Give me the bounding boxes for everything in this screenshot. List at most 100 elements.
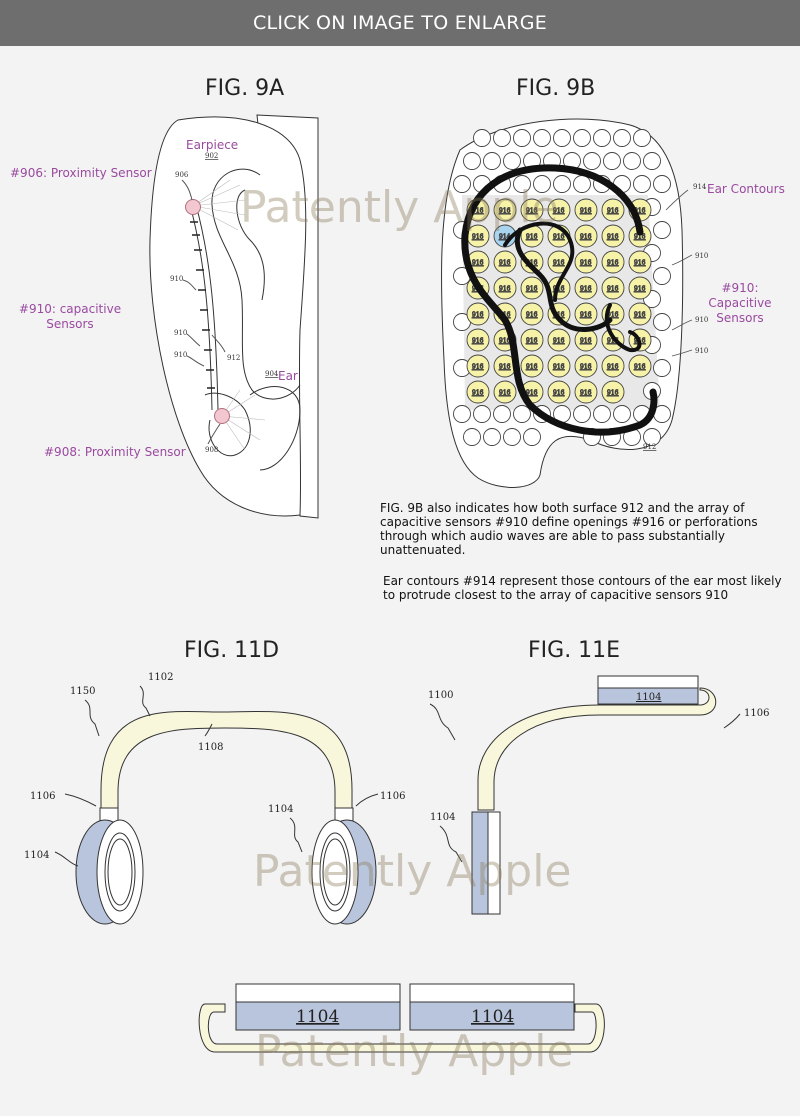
perforation-hole (523, 428, 541, 446)
sensor-cell-label: 916 (634, 286, 646, 293)
sensor-916-cell (520, 302, 544, 326)
sensor-cell-label: 916 (553, 364, 565, 371)
ref-1104-label: 1104 (430, 812, 455, 823)
sensor-cell-label: 916 (526, 390, 538, 397)
sensor-916-cell (574, 198, 598, 222)
perforation-hole (463, 428, 481, 446)
perforation-hole (623, 152, 641, 170)
perforation-hole (483, 152, 501, 170)
sensor-916-cell (547, 380, 571, 404)
sensor-916-cell (520, 354, 544, 378)
sensor-cell-label: 916 (580, 312, 592, 319)
ref-910-label: 910 (695, 252, 708, 260)
sensor-916-cell (520, 328, 544, 352)
sensor-cell-label: 916 (607, 312, 619, 319)
fig-9b-drawing: 916 916 916 916 916 916 916 916 914 916 916 916 916 9… (440, 118, 693, 488)
proximity-sensor-908-callout: #908: Proximity Sensor (44, 445, 186, 459)
perforation-hole (653, 313, 671, 331)
fig-9a-title: FIG. 9A (205, 76, 285, 101)
sensor-916-cell (547, 328, 571, 352)
perforation-hole (463, 152, 481, 170)
sensor-916-cell (574, 302, 598, 326)
fig-11d-title: FIG. 11D (184, 638, 280, 663)
sensor-cell-label: 916 (499, 364, 511, 371)
ref-1104-label: 1104 (24, 850, 49, 861)
perforation-hole (653, 175, 671, 193)
sensor-916-cell (466, 380, 490, 404)
sensor-cell-label: 916 (580, 364, 592, 371)
ref-1104-label: 1104 (268, 804, 293, 815)
note-ear-contours: Ear contours #914 represent those contou… (383, 574, 782, 602)
left-pad-label: 1104 (296, 1007, 339, 1027)
sensor-cell-label: 916 (499, 260, 511, 267)
perforation-hole (473, 405, 491, 423)
ref-912-label: 912 (227, 354, 240, 362)
sensor-cell-label: 916 (526, 286, 538, 293)
perforation-hole (513, 405, 531, 423)
perforation-hole (573, 129, 591, 147)
sensor-916-cell (520, 276, 544, 300)
sensor-916-cell (520, 250, 544, 274)
sensor-cell-label: 916 (499, 338, 511, 345)
ref-1102-label: 1102 (148, 672, 173, 683)
ref-910-label: 910 (174, 329, 187, 337)
sensor-cell-label: 916 (499, 208, 511, 215)
ref-1100-label: 1100 (428, 690, 453, 701)
sensor-cell-label: 916 (526, 260, 538, 267)
proximity-sensor-906-callout: #906: Proximity Sensor (10, 166, 152, 180)
fig-11e-drawing (429, 675, 741, 915)
enlarge-banner[interactable]: CLICK ON IMAGE TO ENLARGE (0, 0, 800, 46)
sensor-cell-label: 916 (472, 338, 484, 345)
ref-910-label: 910 (695, 347, 708, 355)
perforation-hole (633, 129, 651, 147)
perforation-hole (453, 405, 471, 423)
perforation-hole (573, 175, 591, 193)
perforation-hole (593, 405, 611, 423)
sensor-cell-label: 916 (634, 364, 646, 371)
sensor-916-cell (574, 224, 598, 248)
earpiece-callout: Earpiece (186, 138, 239, 152)
ear-callout: Ear (278, 369, 298, 383)
ref-902-label: 902 (205, 152, 218, 160)
sensor-cell-label: 916 (580, 208, 592, 215)
sensor-916-cell (466, 328, 490, 352)
sensor-cell-label: 916 (472, 390, 484, 397)
sensor-cell-label: 916 (472, 260, 484, 267)
ref-1150-label: 1150 (70, 686, 95, 697)
sensor-cell-label: 914 (499, 234, 511, 241)
fig-9a-drawing (149, 114, 319, 519)
sensor-916-cell (601, 250, 625, 274)
sensor-cell-label: 916 (634, 234, 646, 241)
perforation-hole (573, 405, 591, 423)
sensor-cell-label: 916 (634, 312, 646, 319)
sensor-cell-label: 916 (553, 338, 565, 345)
sensor-916-cell (574, 354, 598, 378)
fig-11d-drawing (54, 685, 379, 925)
sensor-916-cell (547, 354, 571, 378)
sensor-cell-label: 916 (526, 312, 538, 319)
perforation-hole (583, 152, 601, 170)
sensor-cell-label: 916 (526, 234, 538, 241)
sensor-916-cell (466, 302, 490, 326)
ref-910-label: 910 (695, 316, 708, 324)
ref-904-label: 904 (265, 370, 279, 378)
sensor-916-cell (574, 250, 598, 274)
sensor-916-cell (601, 224, 625, 248)
sensor-cell-label: 916 (580, 260, 592, 267)
sensor-cell-label: 916 (499, 286, 511, 293)
watermark: Patently Apple (240, 182, 559, 233)
sensor-cell-label: 916 (607, 260, 619, 267)
ref-1106-label: 1106 (380, 791, 405, 802)
sensor-cell-label: 916 (526, 338, 538, 345)
sensor-916-cell (601, 380, 625, 404)
sensor-cell-label: 916 (553, 390, 565, 397)
sensor-916-cell (628, 354, 652, 378)
sensor-916-cell (493, 276, 517, 300)
perforation-hole (633, 175, 651, 193)
sensor-cell-label: 916 (526, 208, 538, 215)
sensor-cell-label: 916 (580, 390, 592, 397)
sensor-cell-label: 916 (553, 286, 565, 293)
sensor-cell-label: 916 (607, 390, 619, 397)
sensor-916-cell (601, 276, 625, 300)
sensor-916-cell (520, 198, 544, 222)
